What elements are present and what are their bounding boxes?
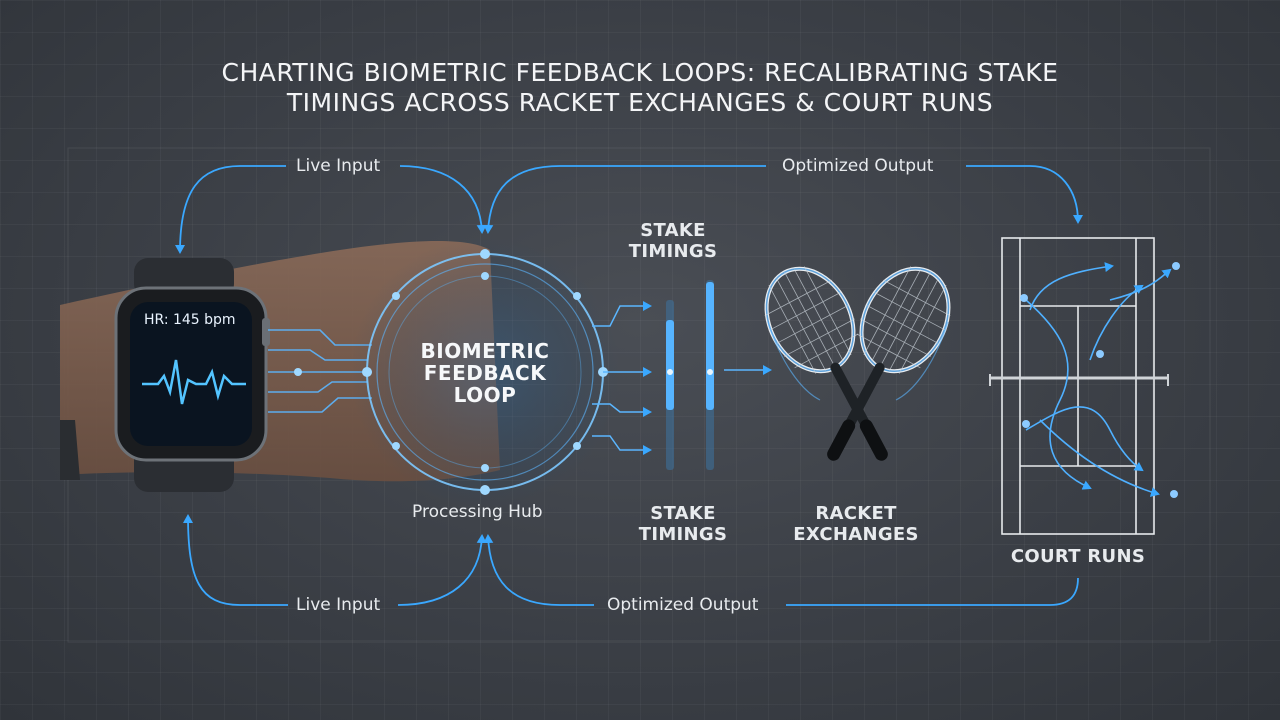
label-live-input-bottom: Live Input: [296, 595, 381, 615]
racket-exchanges-label: RACKET EXCHANGES: [786, 503, 926, 545]
heart-rate-readout: HR: 145 bpm: [144, 312, 236, 328]
loop-arrows: [175, 165, 1083, 606]
hub-title-line-2: FEEDBACK: [423, 361, 547, 385]
hub-nodes: [294, 249, 608, 495]
hub-glow: [350, 237, 620, 507]
stake-timings-bottom-label: STAKE TIMINGS: [628, 503, 738, 545]
stake-marker-left: [667, 369, 673, 375]
racket-exchanges-line-1: RACKET: [815, 503, 897, 524]
arrow-live-input-bottom-left: [183, 514, 288, 606]
ecg-waveform: [142, 359, 246, 405]
stake-bar-left-active: [666, 320, 674, 410]
stake-timings-top-line-2: TIMINGS: [628, 241, 718, 262]
stake-timings-top-line-1: STAKE: [640, 220, 706, 241]
arrow-optimized-top-right: [966, 165, 1083, 224]
arrow-optimized-top-left: [483, 165, 766, 234]
label-optimized-output-top: Optimized Output: [782, 156, 934, 176]
stake-timings-bottom-line-2: TIMINGS: [638, 524, 728, 545]
court-runs-label: COURT RUNS: [1010, 546, 1146, 567]
racket-exchanges-line-2: EXCHANGES: [793, 524, 919, 545]
label-optimized-output-bottom: Optimized Output: [607, 595, 759, 615]
hub-output-lines: [592, 301, 652, 455]
page-title: CHARTING BIOMETRIC FEEDBACK LOOPS: RECAL…: [0, 58, 1280, 118]
stake-timings-bottom-line-1: STAKE: [650, 503, 716, 524]
hub-title-line-3: LOOP: [453, 383, 517, 407]
label-live-input-top: Live Input: [296, 156, 381, 176]
player-figures: [1020, 262, 1180, 498]
title-line-1: CHARTING BIOMETRIC FEEDBACK LOOPS: RECAL…: [221, 58, 1059, 87]
watch-screen: [130, 302, 252, 446]
stake-timings-top-label: STAKE TIMINGS: [618, 220, 728, 262]
arrow-live-input-top-left: [175, 165, 286, 254]
court-run-paths: [1025, 262, 1172, 497]
hub-ring-mid: [376, 263, 594, 481]
title-line-2: TIMINGS ACROSS RACKET EXCHANGES & COURT …: [286, 88, 994, 117]
court-diagram: [1001, 237, 1155, 535]
hub-title-line-1: BIOMETRIC: [420, 339, 550, 363]
stake-bar-right-active: [706, 282, 714, 410]
arrow-optimized-bottom-left: [483, 534, 594, 606]
watch-crown: [262, 318, 270, 346]
arrow-live-input-top-right: [399, 165, 487, 234]
hub-title: BIOMETRIC FEEDBACK LOOP: [395, 340, 575, 406]
arrow-live-input-bottom-right: [397, 534, 487, 606]
arrow-optimized-bottom-right: [786, 577, 1079, 606]
sleeve-shape: [60, 420, 80, 480]
hub-caption: Processing Hub: [412, 502, 543, 522]
racket-illustration: [764, 266, 951, 461]
stake-marker-right: [707, 369, 713, 375]
